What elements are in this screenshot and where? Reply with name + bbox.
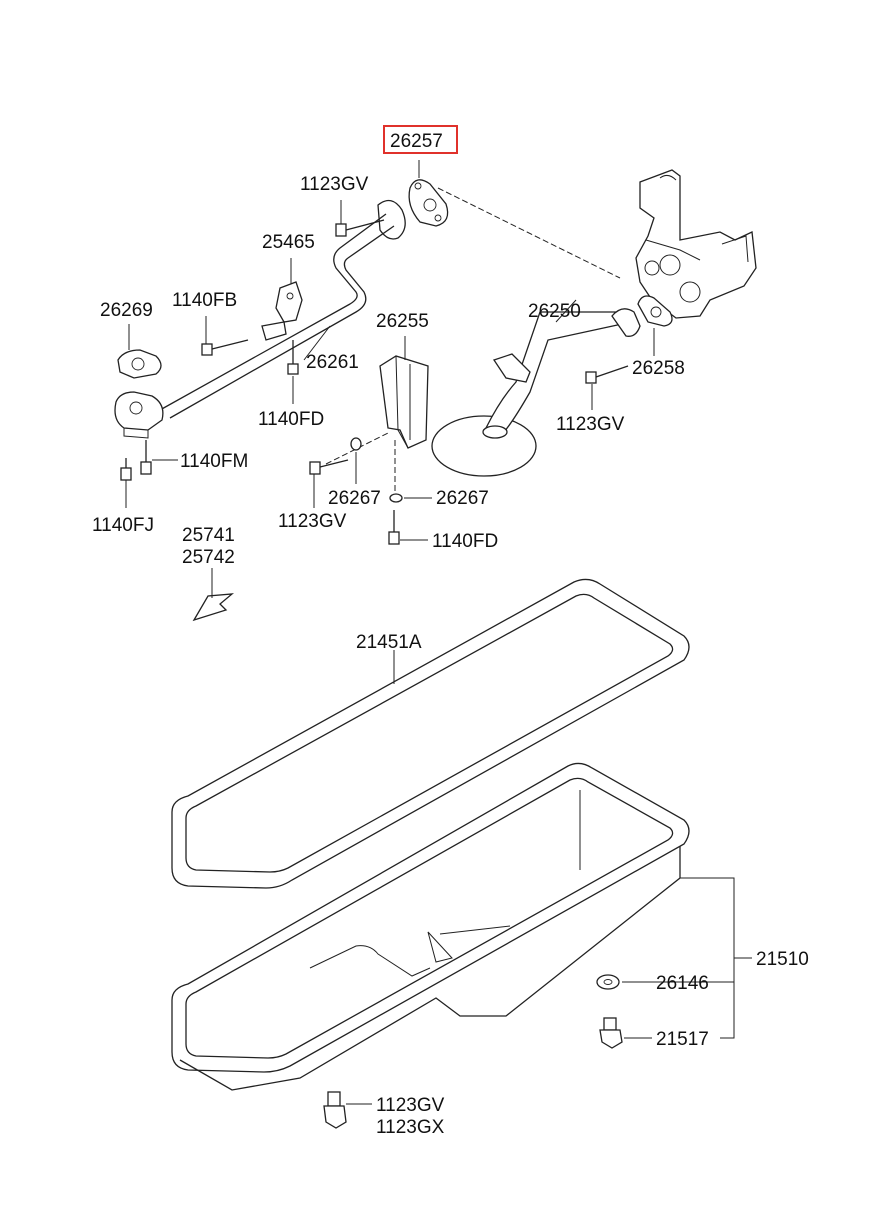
- bracket-26255: [379, 355, 429, 449]
- label-21510[interactable]: 21510: [756, 949, 809, 970]
- bolt-1123gv-mid: [309, 459, 349, 475]
- bolt-1140fb: [201, 339, 249, 356]
- oil-pan-gasket-21451a: [171, 578, 690, 889]
- label-25465[interactable]: 25465: [262, 232, 315, 253]
- leader-dashed-26257: [437, 187, 621, 279]
- clip-25741-25742: [192, 593, 234, 622]
- bolt-1140fd-low: [388, 510, 400, 545]
- label-1123gv-mid[interactable]: 1123GV: [278, 511, 347, 532]
- washer-26267-right: [389, 493, 403, 503]
- bolt-1140fd-mid: [287, 340, 299, 375]
- oil-strainer-26250: [431, 308, 641, 477]
- label-26250[interactable]: 26250: [528, 301, 581, 322]
- label-26267-left[interactable]: 26267: [328, 488, 381, 509]
- oil-pipe-26261: [114, 199, 406, 439]
- label-21451a[interactable]: 21451A: [356, 632, 422, 653]
- label-1140fd-mid[interactable]: 1140FD: [258, 409, 324, 430]
- label-1140fj[interactable]: 1140FJ: [92, 515, 154, 536]
- label-25742[interactable]: 25742: [182, 547, 235, 568]
- highlight-box-26257: [383, 125, 458, 154]
- drain-plug-21517: [599, 1017, 623, 1049]
- label-1140fb[interactable]: 1140FB: [172, 290, 237, 311]
- label-1140fm[interactable]: 1140FM: [180, 451, 248, 472]
- label-26267-right[interactable]: 26267: [436, 488, 489, 509]
- label-1123gv-right[interactable]: 1123GV: [556, 414, 625, 435]
- label-26255[interactable]: 26255: [376, 311, 429, 332]
- label-1123gv-bottom[interactable]: 1123GV: [376, 1095, 445, 1116]
- label-26261[interactable]: 26261: [306, 352, 359, 373]
- label-26257[interactable]: 26257: [390, 131, 443, 152]
- oil-pan-21510: [171, 762, 690, 1091]
- gasket-26257: [408, 179, 449, 227]
- bracket-25465: [261, 281, 303, 341]
- label-26269[interactable]: 26269: [100, 300, 153, 321]
- bolt-1140fm: [140, 440, 152, 475]
- label-26146[interactable]: 26146: [656, 973, 709, 994]
- label-1123gv-top[interactable]: 1123GV: [300, 174, 369, 195]
- label-21517[interactable]: 21517: [656, 1029, 709, 1050]
- label-25741[interactable]: 25741: [182, 525, 235, 546]
- washer-26267-left: [350, 437, 362, 451]
- bolt-1123gv-right: [585, 365, 629, 384]
- bolt-1123gv-1123gx-bottom: [323, 1091, 347, 1129]
- gasket-26258: [637, 295, 673, 327]
- label-1140fd-low[interactable]: 1140FD: [432, 531, 498, 552]
- oil-pump-drawing: [635, 169, 757, 319]
- label-26258[interactable]: 26258: [632, 358, 685, 379]
- label-1123gx[interactable]: 1123GX: [376, 1117, 445, 1138]
- gasket-26269: [117, 349, 162, 379]
- bolt-1140fj: [120, 458, 132, 481]
